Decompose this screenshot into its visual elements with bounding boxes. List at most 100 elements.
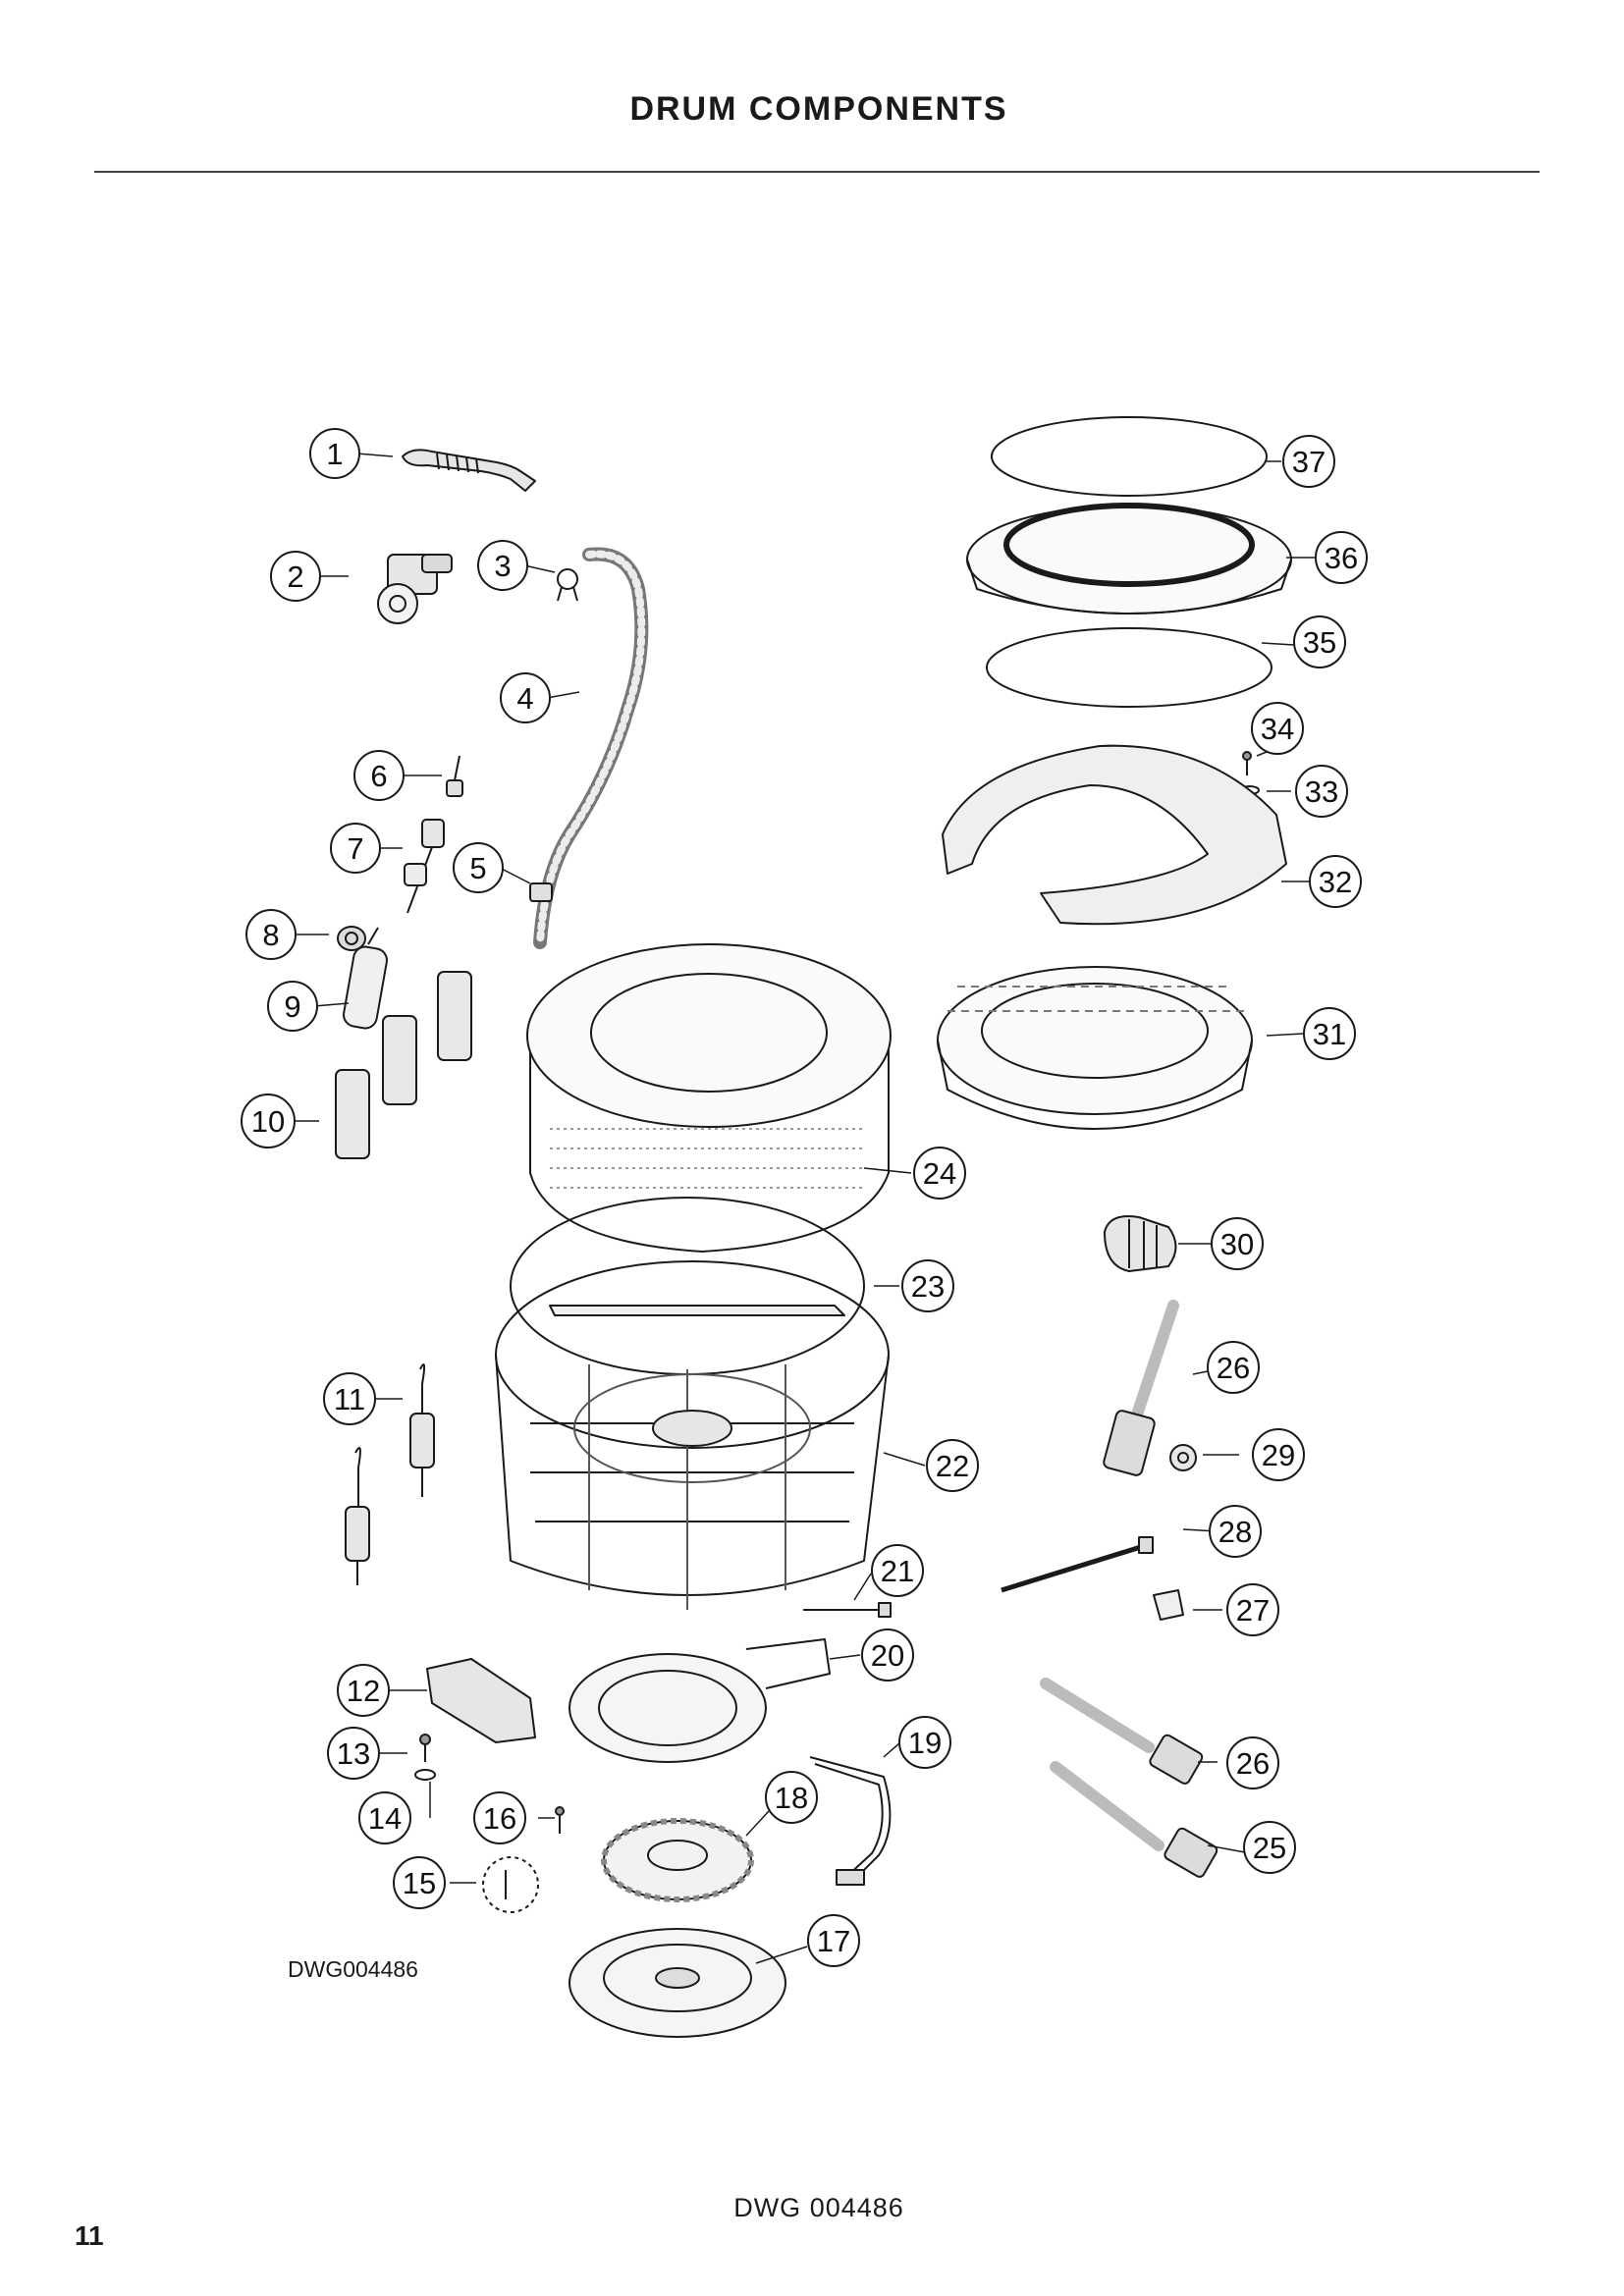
svg-text:6: 6: [370, 759, 387, 793]
top-ring-part: [991, 416, 1268, 497]
page-number: 11: [75, 2220, 104, 2251]
svg-text:8: 8: [262, 918, 279, 952]
rotor-part: [601, 1818, 754, 1902]
drum-gasket-part: [510, 1197, 865, 1375]
svg-text:7: 7: [347, 831, 363, 866]
svg-text:13: 13: [337, 1736, 370, 1771]
tub-front-part: [937, 966, 1253, 1130]
long-pin-part: [1001, 1536, 1154, 1593]
small-screw-part: [555, 1806, 565, 1834]
callout-12: 12: [337, 1664, 390, 1717]
balance-weight-part: [942, 744, 1287, 926]
shock-absorber-part: [1103, 1300, 1179, 1476]
svg-text:26: 26: [1217, 1351, 1250, 1385]
callout-19: 19: [898, 1716, 951, 1769]
small-clip-part: [1153, 1589, 1184, 1621]
svg-text:26: 26: [1236, 1746, 1270, 1781]
callout-33: 33: [1295, 765, 1348, 818]
svg-text:1: 1: [326, 437, 343, 471]
svg-text:28: 28: [1218, 1515, 1252, 1549]
svg-text:2: 2: [287, 560, 303, 594]
ring-part: [337, 926, 366, 951]
pad-parts: [335, 971, 472, 1159]
svg-text:5: 5: [469, 851, 486, 885]
pin-part: [446, 755, 463, 797]
callout-26-lower: 26: [1226, 1736, 1279, 1789]
callout-2: 2: [270, 551, 321, 602]
shock-absorber-rear-part: [1050, 1761, 1218, 1878]
svg-text:19: 19: [908, 1726, 942, 1760]
svg-text:35: 35: [1303, 625, 1336, 660]
callout-20: 20: [861, 1629, 914, 1682]
hose-clip-part: [529, 882, 553, 902]
callout-37: 37: [1282, 435, 1335, 488]
svg-text:33: 33: [1305, 774, 1338, 809]
svg-text:31: 31: [1313, 1017, 1346, 1051]
callout-8: 8: [245, 909, 297, 960]
svg-text:16: 16: [483, 1801, 516, 1836]
callout-16: 16: [473, 1791, 526, 1844]
callout-6: 6: [353, 750, 405, 801]
callout-17: 17: [807, 1914, 860, 1967]
svg-text:25: 25: [1253, 1831, 1286, 1865]
svg-text:32: 32: [1319, 865, 1352, 899]
corrugated-hose-part: [533, 547, 649, 949]
page-title: DRUM COMPONENTS: [629, 90, 1008, 128]
svg-text:23: 23: [911, 1269, 945, 1304]
callout-18: 18: [765, 1771, 818, 1824]
bellows-part: [1104, 1215, 1177, 1272]
callout-5: 5: [453, 842, 504, 893]
svg-text:29: 29: [1262, 1438, 1295, 1472]
callout-21: 21: [871, 1544, 924, 1597]
svg-text:27: 27: [1236, 1593, 1270, 1628]
callout-23: 23: [901, 1259, 954, 1312]
svg-text:18: 18: [775, 1781, 808, 1815]
svg-text:9: 9: [284, 989, 300, 1024]
outer-tub-part: [526, 943, 892, 1253]
callout-1: 1: [309, 428, 360, 479]
callout-24: 24: [913, 1147, 966, 1200]
callout-35: 35: [1293, 615, 1346, 668]
flange-plate-part: [568, 1638, 831, 1763]
drum-frame-part: [495, 1260, 890, 1610]
callout-9: 9: [267, 981, 318, 1032]
svg-text:30: 30: [1220, 1227, 1254, 1261]
svg-text:36: 36: [1325, 541, 1358, 575]
drain-hose-part: [402, 449, 536, 492]
svg-text:15: 15: [403, 1866, 436, 1900]
svg-text:10: 10: [251, 1104, 285, 1139]
svg-text:20: 20: [871, 1638, 904, 1673]
callout-27: 27: [1226, 1583, 1279, 1636]
callout-13: 13: [327, 1727, 380, 1780]
callout-7: 7: [330, 823, 381, 874]
spring-parts: [345, 1363, 435, 1585]
callout-4: 4: [500, 672, 551, 723]
callout-22: 22: [926, 1439, 979, 1492]
leader-lines: [293, 453, 1316, 1964]
svg-text:11: 11: [334, 1382, 365, 1416]
valve-part: [377, 554, 453, 624]
svg-text:4: 4: [516, 681, 533, 716]
stator-part: [568, 1928, 786, 2038]
screw-part: [419, 1734, 431, 1762]
drawing-number-footer: DWG 004486: [733, 2193, 904, 2222]
svg-text:14: 14: [368, 1801, 402, 1836]
callout-36: 36: [1315, 531, 1368, 584]
cap-part: [482, 1856, 539, 1913]
drawing-reference: DWG004486: [288, 1956, 418, 1982]
callout-31: 31: [1303, 1007, 1356, 1060]
damper-cylinder-part: [343, 927, 388, 1030]
callout-15: 15: [393, 1856, 446, 1909]
clamp-part: [557, 568, 578, 602]
svg-text:22: 22: [936, 1449, 969, 1483]
bushing-part: [404, 819, 445, 914]
cover-screw-part: [1242, 751, 1252, 775]
tub-cover-part: [966, 503, 1292, 614]
svg-text:12: 12: [347, 1674, 380, 1708]
callout-group: 1 2 3 4 5 6 7 8 9 10 11 12 13 14 15 16 1…: [241, 428, 1368, 1967]
svg-text:17: 17: [817, 1924, 850, 1958]
callout-26-upper: 26: [1207, 1341, 1260, 1394]
washer-part: [414, 1769, 436, 1781]
callout-29: 29: [1252, 1428, 1305, 1481]
